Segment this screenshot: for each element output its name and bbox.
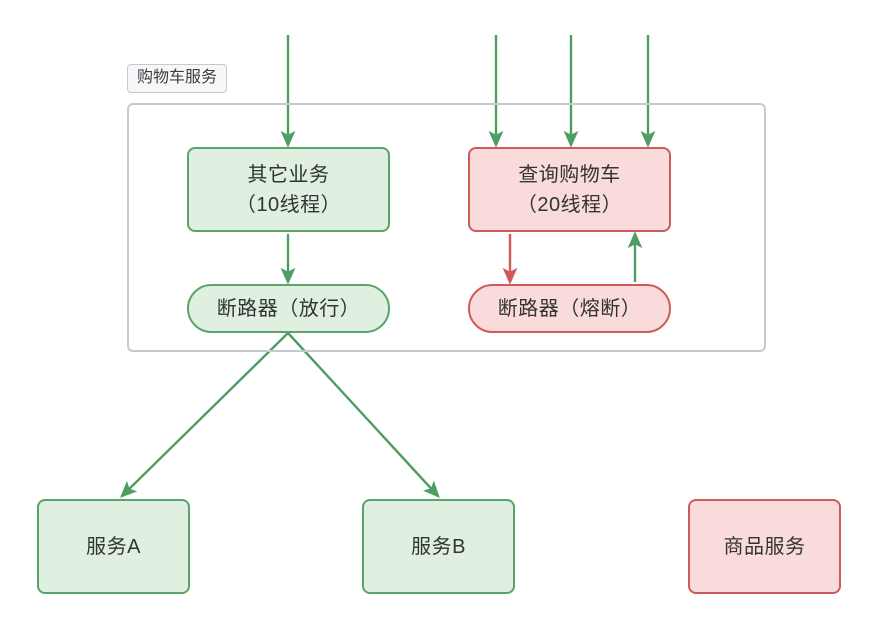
edge-breaker-pass-to-service-a (120, 332, 289, 498)
node-service-b[interactable]: 服务B (362, 499, 515, 594)
node-circuit-breaker-pass[interactable]: 断路器（放行） (187, 284, 390, 333)
node-other-business-line-2: （10线程） (235, 193, 342, 216)
node-other-business[interactable]: 其它业务 （10线程） (187, 147, 390, 232)
node-query-cart[interactable]: 查询购物车 （20线程） (468, 147, 671, 232)
node-query-cart-line-2: （20线程） (516, 193, 623, 216)
node-other-business-line-1: 其它业务 (247, 163, 330, 186)
node-service-b-label: 服务B (411, 535, 466, 558)
node-product-service-label: 商品服务 (723, 535, 806, 558)
edge-breaker-pass-to-service-b (287, 332, 440, 498)
node-service-a-label: 服务A (86, 535, 141, 558)
node-circuit-breaker-open[interactable]: 断路器（熔断） (468, 284, 671, 333)
node-circuit-breaker-open-label: 断路器（熔断） (497, 297, 642, 320)
node-product-service[interactable]: 商品服务 (688, 499, 841, 594)
node-circuit-breaker-pass-label: 断路器（放行） (216, 297, 361, 320)
group-container-cart-service (127, 103, 766, 352)
node-service-a[interactable]: 服务A (37, 499, 190, 594)
node-query-cart-line-1: 查询购物车 (518, 163, 621, 186)
group-label-cart-service: 购物车服务 (127, 64, 228, 93)
